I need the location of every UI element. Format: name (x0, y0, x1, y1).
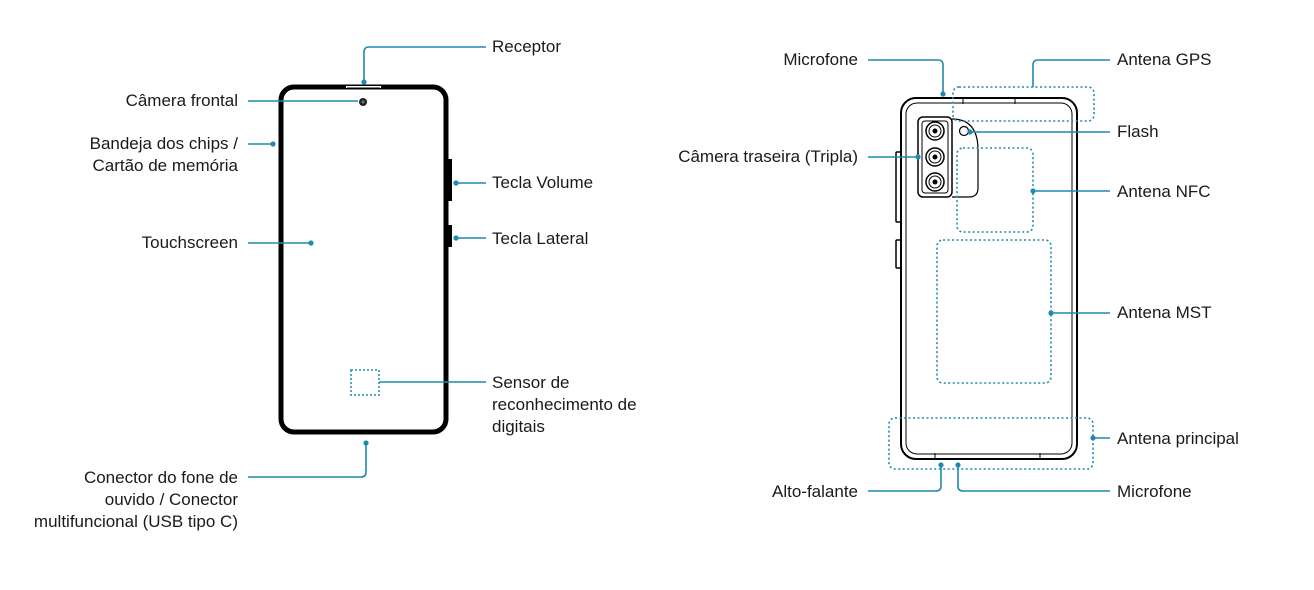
back-leaders (868, 59, 1110, 492)
flash-icon (958, 125, 970, 137)
nfc-antenna-area (956, 147, 1034, 233)
dot-antena-principal (1090, 435, 1096, 441)
back-side-button-long (895, 151, 902, 223)
fingerprint-sensor-area (350, 369, 380, 396)
label-alto-falante: Alto-falante (772, 482, 858, 501)
back-side-button-short (895, 239, 902, 269)
label-sensor-line1: Sensor de (492, 373, 570, 392)
side-key-shape (447, 225, 452, 247)
dot-conector (363, 440, 369, 446)
label-tecla-lateral: Tecla Lateral (492, 229, 589, 248)
dot-touchscreen (308, 240, 314, 246)
label-receptor: Receptor (492, 37, 561, 56)
label-conector-line1: Conector do fone de (83, 468, 238, 487)
main-antenna-area (888, 417, 1094, 470)
dot-antena-mst (1048, 310, 1054, 316)
rear-camera-module-inner (921, 120, 949, 194)
rear-camera-lens-top (925, 121, 945, 141)
label-microfone-top: Microfone (783, 50, 858, 69)
mst-antenna-area (936, 239, 1052, 384)
leader-receptor (363, 46, 486, 82)
front-camera-lens (361, 100, 365, 104)
label-flash: Flash (1117, 122, 1159, 141)
dot-microfone-bottom (955, 462, 961, 468)
dot-bandeja (270, 141, 276, 147)
dot-flash (967, 129, 973, 135)
label-camera-frontal: Câmera frontal (125, 91, 238, 110)
dot-receptor (361, 79, 367, 85)
rear-camera-lens-mid (925, 147, 945, 167)
back-phone (888, 86, 1095, 470)
label-antena-mst: Antena MST (1117, 303, 1212, 322)
label-antena-nfc: Antena NFC (1117, 182, 1211, 201)
front-phone (278, 84, 452, 435)
front-leader-dots (270, 79, 459, 446)
leader-conector (248, 443, 367, 478)
dot-camera-traseira (915, 154, 921, 160)
gps-antenna-area (952, 86, 1095, 122)
label-conector-line3: multifuncional (USB tipo C) (33, 512, 238, 531)
label-touchscreen: Touchscreen (141, 233, 238, 252)
label-conector-line2: ouvido / Conector (104, 490, 238, 509)
leader-microfone-top (868, 59, 944, 93)
leader-antena-gps (1032, 59, 1110, 87)
back-phone-body (900, 97, 1078, 460)
label-microfone-bottom: Microfone (1117, 482, 1192, 501)
camera-bump-outline (951, 118, 979, 198)
label-bandeja-line1: Bandeja dos chips / (89, 134, 238, 153)
front-phone-body (278, 84, 449, 435)
dot-antena-nfc (1030, 188, 1036, 194)
label-tecla-volume: Tecla Volume (492, 173, 594, 192)
leader-alto-falante (868, 465, 942, 492)
dot-microfone-top (940, 91, 946, 97)
label-bandeja-line2: Cartão de memória (92, 156, 238, 175)
dot-alto-falante (938, 462, 944, 468)
back-phone-inner (905, 102, 1073, 455)
label-antena-gps: Antena GPS (1117, 50, 1212, 69)
back-leader-dots (915, 91, 1096, 468)
dot-tecla-lateral (453, 235, 459, 241)
label-camera-traseira: Câmera traseira (Tripla) (678, 147, 858, 166)
label-sensor-line3: digitais (492, 417, 545, 436)
label-antena-principal: Antena principal (1117, 429, 1239, 448)
rear-camera-lens-bottom (925, 172, 945, 192)
volume-key-shape (447, 159, 452, 201)
leader-microfone-bottom (957, 465, 1110, 492)
label-sensor-line2: reconhecimento de (492, 395, 637, 414)
front-leaders (248, 46, 486, 478)
dot-tecla-volume (453, 180, 459, 186)
